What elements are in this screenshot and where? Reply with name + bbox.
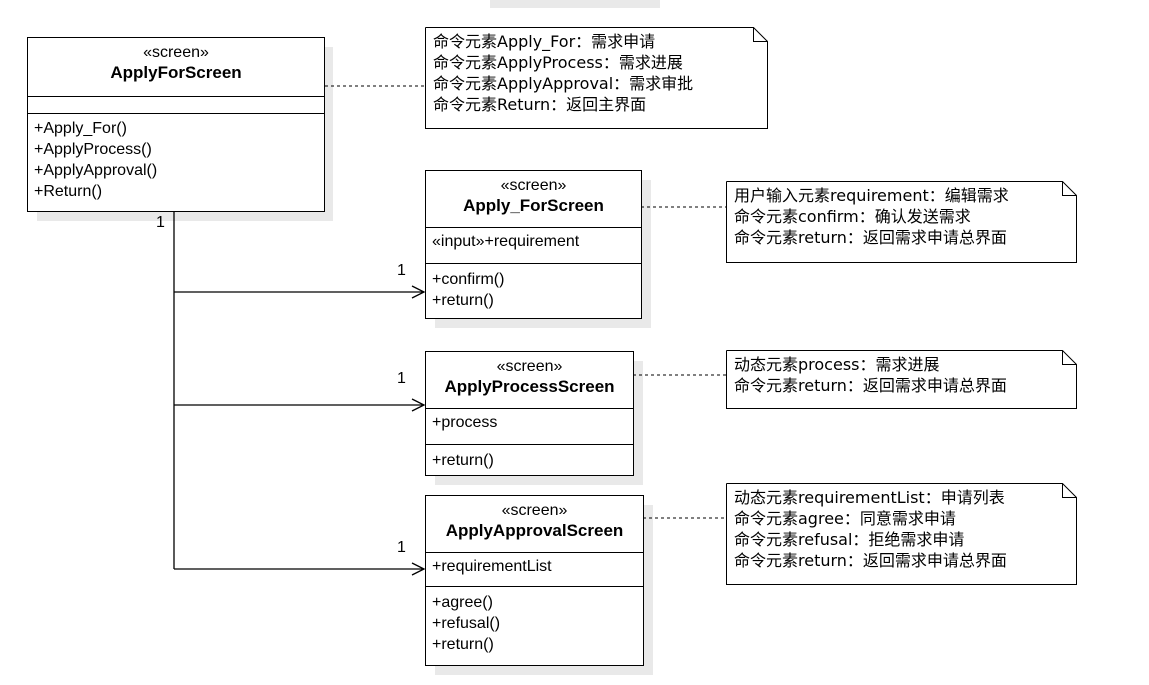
operation: +refusal() xyxy=(432,615,501,632)
operation: +ApplyApproval() xyxy=(34,162,158,179)
operation-compartment: +Apply_For() +ApplyProcess() +ApplyAppro… xyxy=(28,114,324,202)
arrowhead-apply-approval xyxy=(411,562,426,576)
attribute: +process xyxy=(432,414,498,431)
class-name: Apply_ForScreen xyxy=(463,196,604,215)
class-name: ApplyProcessScreen xyxy=(444,377,615,396)
class-stereotype: «screen» xyxy=(143,44,209,61)
attribute-compartment: «input»+requirement xyxy=(426,228,641,264)
operation: +Apply_For() xyxy=(34,120,127,137)
note-apply-for[interactable]: 用户输入元素requirement：编辑需求 命令元素confirm：确认发送需… xyxy=(726,181,1077,263)
attribute-compartment: +process xyxy=(426,409,633,445)
class-header: «screen» ApplyProcessScreen xyxy=(426,352,633,409)
note-apply-process[interactable]: 动态元素process：需求进展 命令元素return：返回需求申请总界面 xyxy=(726,350,1077,409)
class-apply-process[interactable]: «screen» ApplyProcessScreen +process +re… xyxy=(425,351,634,476)
note-line: 动态元素process：需求进展 xyxy=(734,355,940,374)
note-border xyxy=(425,27,768,129)
class-apply-approval[interactable]: «screen» ApplyApprovalScreen +requiremen… xyxy=(425,495,644,666)
operation: +confirm() xyxy=(432,271,505,288)
class-apply-for[interactable]: «screen» Apply_ForScreen «input»+require… xyxy=(425,170,642,319)
note-line: 命令元素refusal：拒绝需求申请 xyxy=(734,530,965,549)
arrowhead-apply-process xyxy=(411,398,426,412)
operation: +return() xyxy=(432,292,494,309)
note-apply-approval[interactable]: 动态元素requirementList：申请列表 命令元素agree：同意需求申… xyxy=(726,483,1077,585)
note-line: 命令元素return：返回需求申请总界面 xyxy=(734,376,1007,395)
arrowhead-apply-for xyxy=(411,285,426,299)
multiplicity-source: 1 xyxy=(156,214,165,231)
class-header: «screen» Apply_ForScreen xyxy=(426,171,641,228)
multiplicity-apply-approval: 1 xyxy=(397,539,406,556)
operation: +ApplyProcess() xyxy=(34,141,152,158)
note-border xyxy=(726,483,1077,585)
class-stereotype: «screen» xyxy=(496,358,563,375)
note-main[interactable]: 命令元素Apply_For：需求申请 命令元素ApplyProcess：需求进展… xyxy=(425,27,768,129)
note-border xyxy=(726,350,1077,409)
operation: +return() xyxy=(432,636,494,653)
multiplicity-apply-for: 1 xyxy=(397,262,406,279)
note-line: 动态元素requirementList：申请列表 xyxy=(734,488,1005,507)
note-line: 命令元素Apply_For：需求申请 xyxy=(433,32,656,51)
class-name: ApplyApprovalScreen xyxy=(445,521,624,540)
operation: +Return() xyxy=(34,183,103,200)
note-line: 命令元素agree：同意需求申请 xyxy=(734,509,956,528)
operation: +return() xyxy=(432,452,494,469)
class-stereotype: «screen» xyxy=(500,177,567,194)
note-line: 命令元素return：返回需求申请总界面 xyxy=(734,551,1007,570)
note-line: 用户输入元素requirement：编辑需求 xyxy=(734,186,1009,205)
class-stereotype: «screen» xyxy=(501,502,568,519)
class-name: ApplyForScreen xyxy=(110,63,242,82)
canvas-edge-strip xyxy=(490,0,660,8)
operation: +agree() xyxy=(432,594,493,611)
class-header: «screen» ApplyForScreen xyxy=(28,38,324,97)
note-line: 命令元素ApplyProcess：需求进展 xyxy=(433,53,683,72)
multiplicity-apply-process: 1 xyxy=(397,370,406,387)
class-apply-for-screen[interactable]: «screen» ApplyForScreen +Apply_For() +Ap… xyxy=(27,37,325,212)
operation-compartment: +return() xyxy=(426,445,633,471)
note-line: 命令元素confirm：确认发送需求 xyxy=(734,207,971,226)
operation-compartment: +agree() +refusal() +return() xyxy=(426,587,643,655)
attribute-compartment xyxy=(28,97,324,114)
attribute-compartment: +requirementList xyxy=(426,553,643,587)
attribute: «input»+requirement xyxy=(432,233,580,250)
note-line: 命令元素Return：返回主界面 xyxy=(433,95,647,114)
note-border xyxy=(726,181,1077,263)
attribute: +requirementList xyxy=(432,558,552,575)
note-line: 命令元素return：返回需求申请总界面 xyxy=(734,228,1007,247)
note-line: 命令元素ApplyApproval：需求审批 xyxy=(433,74,694,93)
operation-compartment: +confirm() +return() xyxy=(426,264,641,311)
class-header: «screen» ApplyApprovalScreen xyxy=(426,496,643,553)
